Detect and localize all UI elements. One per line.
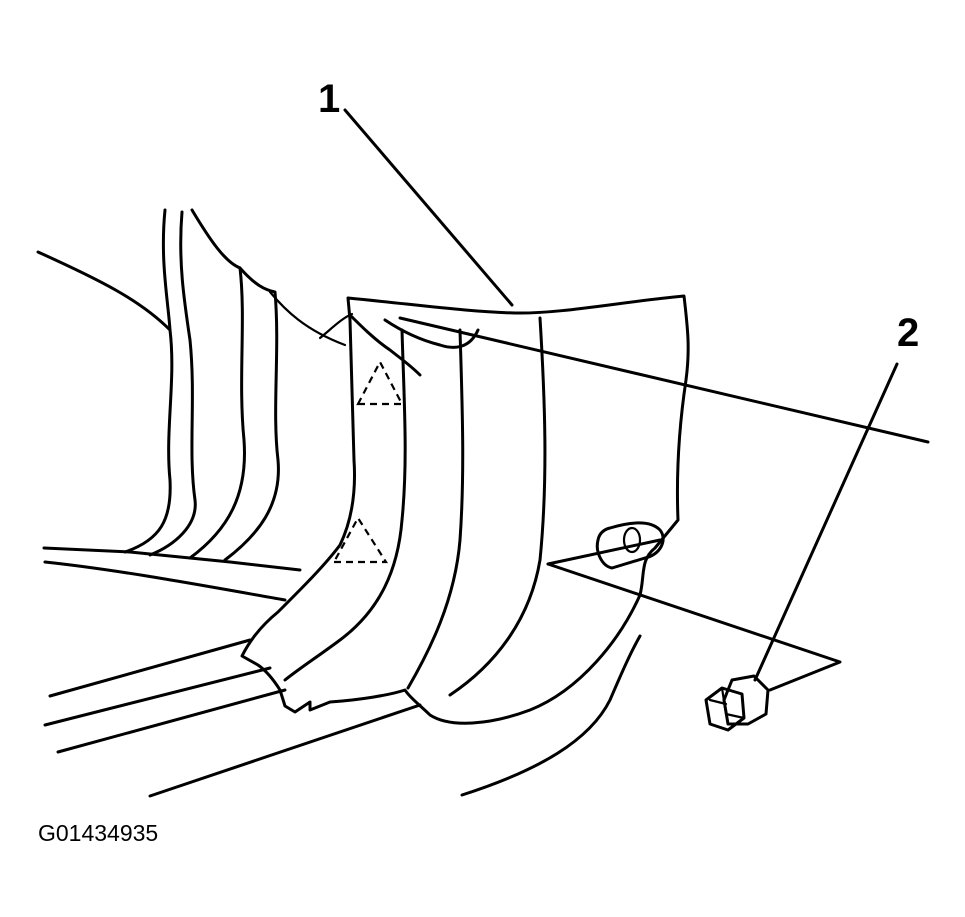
figure-id: G01434935 (38, 820, 158, 846)
lower-retainer-triangle (332, 515, 389, 564)
bolt (704, 674, 770, 732)
upper-retainer-triangle (356, 359, 404, 406)
leader-lines (343, 108, 930, 692)
sill-plate (43, 634, 642, 798)
callout-1: 1 (318, 77, 340, 121)
callout-2: 2 (897, 311, 919, 355)
trim-panel (240, 294, 690, 725)
bolt-hole (622, 526, 642, 554)
body-structure (36, 208, 347, 602)
